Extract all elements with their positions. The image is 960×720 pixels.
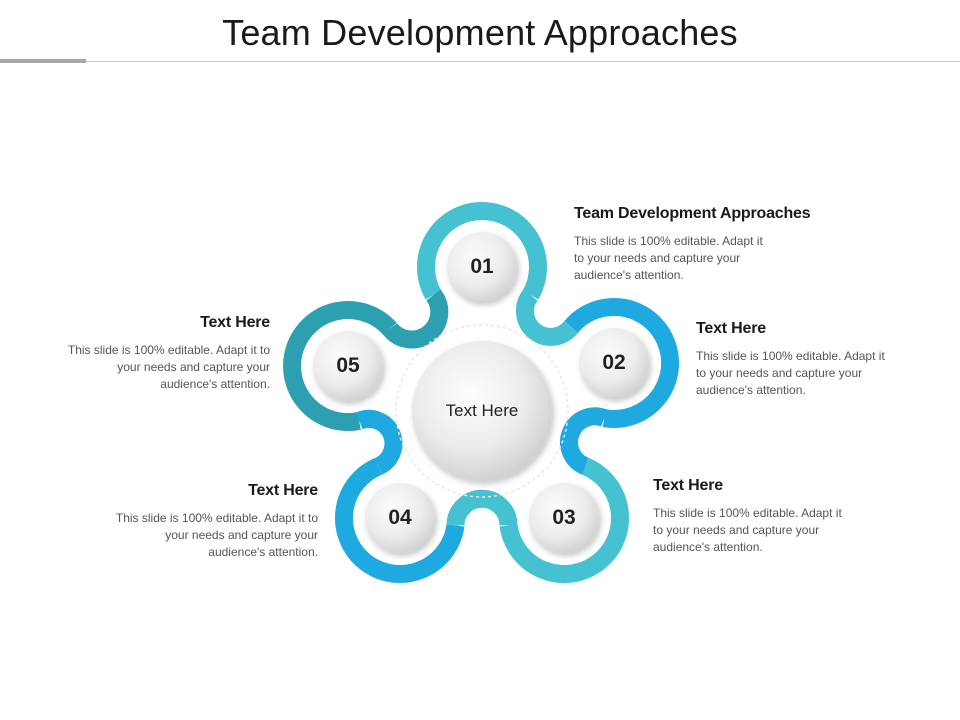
title-divider [86,61,960,62]
step-02-circle [579,328,649,398]
step-04-number: 04 [388,506,412,529]
step-03-heading: Text Here [653,477,723,494]
slide-title: Team Development Approaches [222,12,738,53]
step-01-circle [447,232,517,302]
step-03-number: 03 [552,506,576,529]
lobe-02-arc [564,297,680,428]
center-label: Text Here [445,401,519,420]
step-03-text: Text Here This slide is 100% editable. A… [653,477,863,556]
step-04-circle [365,483,435,553]
step-02-text: Text Here This slide is 100% editable. A… [696,320,906,399]
step-01-heading: Team Development Approaches [574,205,811,222]
step-04-heading: Text Here [248,482,318,499]
step-05-body: This slide is 100% editable. Adapt it to… [67,343,270,391]
step-05-number: 05 [336,354,360,377]
step-03-circle [529,483,599,553]
lobe-connector [355,409,403,475]
step-04-body: This slide is 100% editable. Adapt it to… [115,511,318,559]
lobe-01-arc [417,202,547,300]
lobe-connector [446,489,518,526]
lobe-connector [515,289,579,346]
step-02-number: 02 [602,351,626,374]
step-02-heading: Text Here [696,320,766,337]
lobe-03-arc [499,457,629,584]
lobe-connector [560,407,608,475]
lobe-04-arc [335,457,465,584]
lobe-05-arc [283,301,397,431]
step-01-number: 01 [470,255,494,278]
title-accent-bar [0,59,86,63]
ring-arcs [283,202,680,584]
step-03-body: This slide is 100% editable. Adapt it to… [653,506,842,554]
step-01-body: This slide is 100% editable. Adapt it to… [574,234,763,282]
inner-dashed-ring [395,324,569,498]
step-02-body: This slide is 100% editable. Adapt it to… [696,349,885,397]
center-circle [412,341,552,481]
lobe-connector [382,289,449,349]
step-05-text: Text Here This slide is 100% editable. A… [60,314,270,393]
step-01-text: Team Development Approaches This slide i… [574,205,864,284]
step-05-heading: Text Here [200,314,270,331]
step-04-text: Text Here This slide is 100% editable. A… [108,482,318,561]
step-05-circle [313,331,383,401]
